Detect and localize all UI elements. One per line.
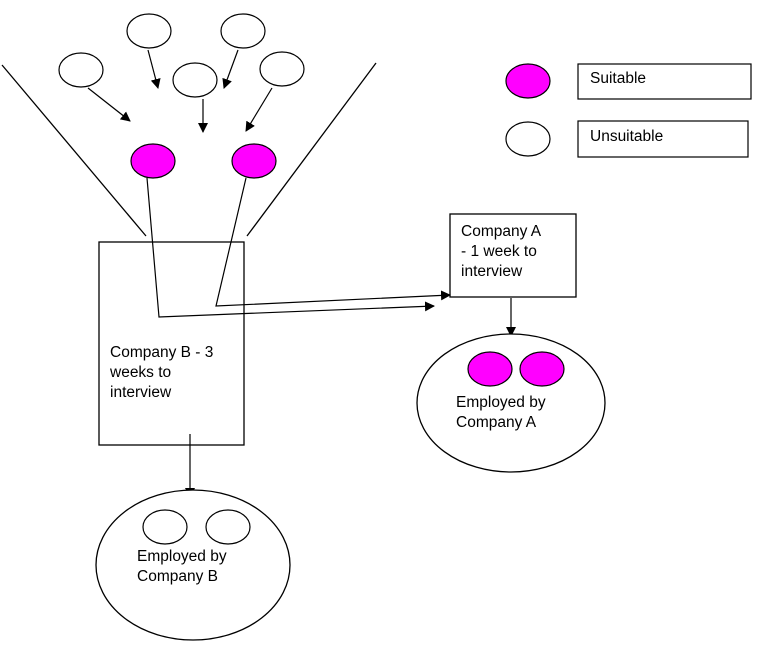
candidate-unsuitable [220, 13, 266, 49]
arrow [222, 49, 239, 89]
employee-suitable [519, 351, 565, 387]
company-a-box [449, 213, 577, 298]
candidate-unsuitable [126, 13, 172, 49]
candidate-suitable [130, 143, 176, 179]
employed-pool-b [95, 489, 291, 641]
candidate-suitable [231, 143, 277, 179]
legend-unsuitable-swatch [505, 121, 551, 157]
flow-path [146, 177, 435, 318]
legend-unsuitable-label: Unsuitable [590, 128, 663, 145]
employee-unsuitable [142, 509, 188, 545]
arrow [87, 87, 131, 122]
candidate-unsuitable [172, 62, 218, 98]
legend: Suitable Unsuitable [505, 63, 752, 158]
arrow [245, 87, 273, 132]
employee-suitable [467, 351, 513, 387]
legend-suitable-label: Suitable [590, 70, 646, 87]
funnel-left-wall [1, 64, 147, 237]
flow-path [215, 177, 451, 307]
employee-unsuitable [205, 509, 251, 545]
pool-a-label: Employed by Company A [456, 394, 550, 431]
candidate-unsuitable [58, 52, 104, 88]
company-a-label: Company A - 1 week to interview [461, 223, 545, 280]
pool-b-label: Employed by Company B [137, 548, 231, 585]
candidate-unsuitable [259, 51, 305, 87]
arrow [147, 49, 161, 89]
funnel-right-wall [246, 62, 377, 237]
company-b-label: Company B - 3 weeks to interview [109, 344, 218, 401]
legend-suitable-box [577, 63, 752, 100]
legend-suitable-swatch [505, 63, 551, 99]
company-b-box [98, 241, 245, 446]
legend-unsuitable-box [577, 120, 749, 158]
